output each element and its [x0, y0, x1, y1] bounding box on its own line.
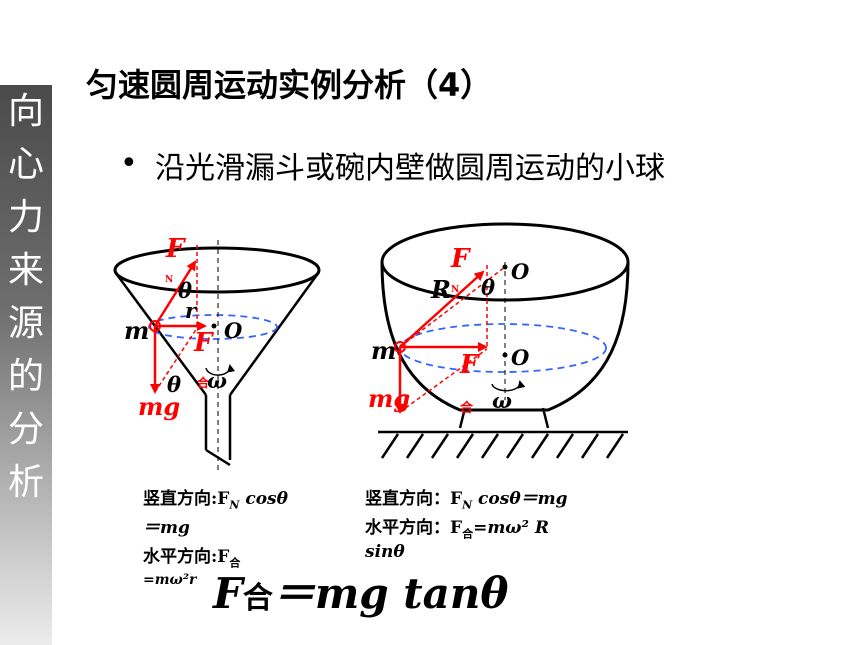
- funnel-rim: [113, 246, 321, 294]
- formula-rest: ＝mg tanθ: [272, 569, 509, 618]
- bowl-radius-line: [399, 266, 506, 348]
- left-note-line2-text: ＝mg: [143, 518, 190, 538]
- funnel-label-F: F: [166, 234, 185, 264]
- bowl-label-omega: ω: [492, 388, 512, 413]
- bowl-label-O-top: O: [511, 259, 530, 284]
- funnel-label-he: 合: [197, 376, 210, 390]
- bowl-label-O-mid: O: [511, 345, 530, 370]
- left-note-line1-text: 竖直方向:F: [143, 489, 230, 509]
- page-title: 匀速圆周运动实例分析（4）: [86, 66, 493, 104]
- sidebar-char: 来: [7, 250, 44, 291]
- bowl-label-m: m: [371, 336, 397, 365]
- sidebar-char: 向: [7, 91, 44, 132]
- bowl-omega-arrow: [491, 380, 526, 392]
- formula-sub: 合: [242, 581, 273, 616]
- bowl-center-top-dot: [502, 264, 508, 270]
- left-note-line2: ＝mg: [143, 513, 190, 538]
- sidebar: 向 心 力 来 源 的 分 析: [0, 85, 52, 645]
- bullet-text: 沿光滑漏斗或碗内壁做圆周运动的小球: [155, 151, 665, 186]
- formula-F: F: [213, 569, 243, 618]
- right-note-line2-rest: =mω² R: [473, 518, 549, 538]
- bowl-label-theta: θ: [481, 275, 496, 300]
- sidebar-char: 析: [7, 462, 44, 503]
- right-note-line3: sinθ: [365, 542, 405, 562]
- right-note-line1-rest: cosθ＝mg: [472, 489, 568, 509]
- right-note-line1-text: 竖直方向：F: [365, 489, 463, 509]
- funnel-label-omega: ω: [207, 368, 227, 393]
- bowl-label-he: 合: [460, 401, 474, 416]
- left-note-line4-text: =mω²r: [143, 572, 197, 588]
- bowl-foot-left: [458, 407, 467, 429]
- sidebar-char: 的: [7, 356, 44, 397]
- right-note-line3-text: sinθ: [365, 542, 405, 562]
- funnel-label-m: m: [124, 316, 150, 345]
- funnel-label-N: N: [165, 275, 174, 285]
- funnel-diagram: [113, 240, 321, 470]
- funnel-right-wall: [228, 271, 321, 396]
- sidebar-char: 心: [7, 144, 44, 185]
- bowl-diagram: [378, 222, 630, 459]
- left-note-line3-text: 水平方向:F: [143, 547, 230, 567]
- funnel-omega-arrow: [205, 364, 236, 376]
- funnel-label-theta2: θ: [167, 372, 182, 397]
- bowl-gravity-diagonal: [399, 348, 488, 413]
- funnel-label-theta1: θ: [178, 278, 193, 303]
- bowl-body: [380, 261, 630, 412]
- right-note-line2-sub: 合: [462, 527, 474, 541]
- bowl-label-N: N: [451, 285, 460, 295]
- left-note-line4: =mω²r: [143, 572, 196, 588]
- result-formula: F合＝mg tanθ: [213, 560, 508, 621]
- bowl-center-mid-dot: [502, 352, 508, 358]
- sidebar-char: 分: [7, 409, 44, 450]
- right-note-line1-sub: N: [462, 498, 473, 512]
- bowl-label-F: F: [451, 244, 470, 274]
- right-note-line1: 竖直方向：FN cosθ＝mg: [365, 484, 568, 511]
- sidebar-char: 源: [7, 303, 44, 344]
- bowl-label-R: R: [431, 275, 451, 304]
- bowl-label-F-he: F: [460, 350, 479, 380]
- funnel-label-O: O: [224, 318, 243, 343]
- bowl-foot-right: [541, 407, 550, 429]
- bowl-label-mg: mg: [368, 384, 411, 413]
- left-note-line3: 水平方向:F合: [143, 542, 240, 570]
- funnel-label-mg: mg: [138, 392, 181, 421]
- sidebar-char: 力: [7, 197, 44, 238]
- right-note-line2: 水平方向：F合=mω² R: [365, 513, 549, 541]
- funnel-normal-force-arrow: [153, 260, 197, 327]
- bowl-normal-force-arrow: [399, 270, 485, 348]
- left-note-line1-sub: N: [229, 498, 240, 512]
- left-note-line3-sub: 合: [229, 556, 241, 570]
- left-note-line1-rest: cosθ: [239, 489, 288, 509]
- left-note-line1: 竖直方向:FN cosθ: [143, 484, 288, 511]
- funnel-left-wall: [113, 271, 208, 396]
- funnel-center-dot: [211, 323, 217, 329]
- funnel-gravity-diagonal: [154, 327, 198, 393]
- right-note-line2-text: 水平方向：F: [365, 518, 463, 538]
- ground-hatching: [380, 433, 625, 459]
- funnel-label-r: r: [185, 298, 197, 323]
- funnel-orbit-circle: [148, 314, 278, 340]
- funnel-label-F-he: F: [194, 328, 213, 358]
- bullet-dot: •: [120, 146, 138, 181]
